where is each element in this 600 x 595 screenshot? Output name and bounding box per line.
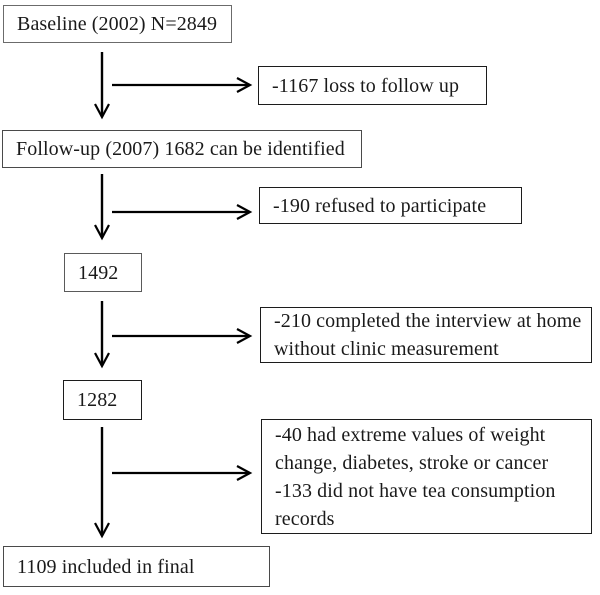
box-loss-to-follow-up: -1167 loss to follow up <box>258 66 487 105</box>
box-loss-text: -1167 loss to follow up <box>272 74 460 97</box>
box-n1492: 1492 <box>64 253 142 292</box>
box-final-included: 1109 included in final <box>3 546 270 587</box>
box-exclusions-line3: -133 did not have tea consumption <box>275 479 556 502</box>
box-baseline: Baseline (2002) N=2849 <box>3 5 232 43</box>
box-refused-text: -190 refused to participate <box>273 194 487 217</box>
box-interview-line2: without clinic measurement <box>274 338 499 360</box>
box-baseline-text: Baseline (2002) N=2849 <box>17 13 218 35</box>
box-n1282-text: 1282 <box>77 389 118 411</box>
box-followup-text: Follow-up (2007) 1682 can be identified <box>16 138 345 160</box>
box-refused: -190 refused to participate <box>259 187 522 224</box>
box-n1492-text: 1492 <box>78 261 119 284</box>
box-followup: Follow-up (2007) 1682 can be identified <box>2 130 362 168</box>
box-exclusions-line2: change, diabetes, stroke or cancer <box>275 451 549 474</box>
box-final-text: 1109 included in final <box>17 555 195 578</box>
box-interview-at-home: -210 completed the interview at home wit… <box>260 307 592 363</box>
box-exclusions: -40 had extreme values of weight change,… <box>261 419 592 534</box>
box-interview-line1: -210 completed the interview at home <box>274 310 582 332</box>
box-exclusions-line4: records <box>275 507 335 530</box>
box-exclusions-line1: -40 had extreme values of weight <box>275 423 546 446</box>
box-n1282: 1282 <box>63 380 142 420</box>
